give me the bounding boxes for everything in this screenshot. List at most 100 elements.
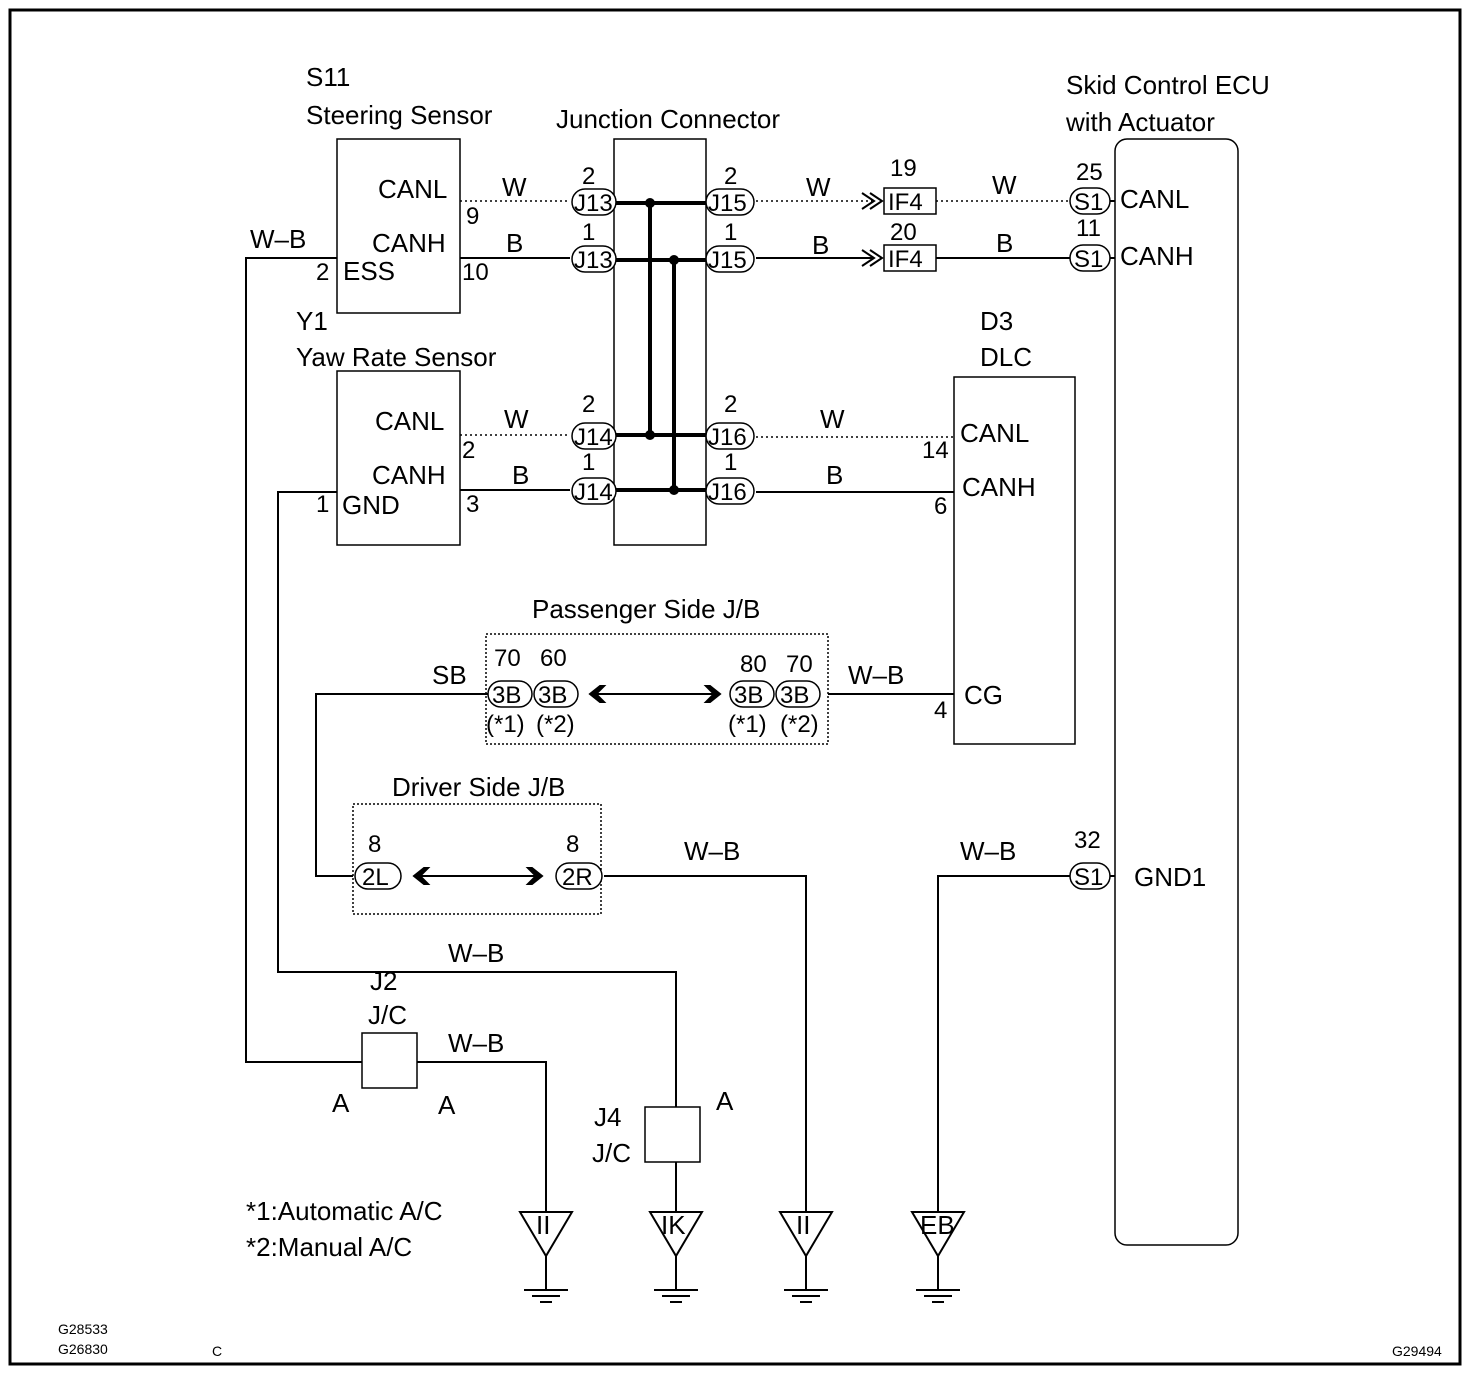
dlc-box	[953, 376, 1076, 745]
skid-ecu-box	[1114, 138, 1239, 1246]
figure-code: C	[212, 1343, 222, 1359]
pin-number: 70	[494, 645, 521, 672]
connector-id: J16	[708, 479, 747, 506]
connector-j13-top	[571, 188, 617, 216]
junction-connector-box	[613, 138, 707, 546]
connector-pjb-4	[775, 680, 821, 708]
j2-box	[361, 1032, 418, 1089]
ecu-pin-canh: CANH	[1120, 241, 1194, 271]
pin-number: 32	[1074, 827, 1101, 854]
connector-s1-gnd	[1069, 862, 1111, 890]
connector-id: S1	[1074, 864, 1103, 891]
dlc-pin-canl: CANL	[960, 418, 1029, 448]
ground-symbol	[778, 1211, 834, 1303]
connector-note: (*1)	[486, 711, 525, 738]
connector-id: IF4	[888, 189, 923, 216]
wire-color-label: W–B	[684, 836, 740, 866]
j2-label-a: A	[438, 1090, 456, 1120]
ground-symbol	[648, 1211, 704, 1303]
pin-number: 1	[724, 219, 737, 246]
ecu-pin-canl: CANL	[1120, 184, 1189, 214]
wire-ecu-gnd-wb	[937, 875, 1070, 1212]
dlc-pin-num: 4	[934, 697, 947, 724]
jb-chevron-left	[588, 685, 607, 703]
wire-color-label: W	[504, 404, 529, 434]
wire-color-label: SB	[432, 660, 467, 690]
passenger-jb-name: Passenger Side J/B	[532, 594, 760, 624]
pin-number: 11	[1076, 215, 1101, 242]
ground-label: II	[536, 1210, 550, 1240]
ecu-pin-gnd1: GND1	[1134, 862, 1206, 892]
wire-color-label: B	[812, 230, 829, 260]
steering-sensor-box	[336, 138, 461, 314]
connector-djb-r	[555, 862, 603, 890]
in-line-connector-arrow	[861, 192, 884, 210]
connector-j14-top	[571, 422, 617, 450]
j4-box	[644, 1106, 701, 1163]
ss-pin-canl: CANL	[378, 174, 447, 204]
wire-color-label: W	[806, 172, 831, 202]
connector-if4-bot	[883, 244, 937, 272]
splice-dot	[645, 198, 655, 208]
pin-number: 20	[890, 219, 917, 246]
wire-j2-ground	[417, 1061, 547, 1212]
connector-id: 3B	[780, 682, 809, 709]
wire-ess-wb	[245, 257, 362, 1063]
wire-sb	[315, 693, 502, 877]
in-line-connector-arrow	[861, 249, 884, 267]
pin-number: 8	[368, 831, 381, 858]
splice-dot	[669, 255, 679, 265]
jb-chevron-right	[525, 867, 544, 885]
figure-code: G26830	[58, 1341, 108, 1357]
dlc-code: D3	[980, 306, 1013, 336]
steering-sensor-code: S11	[306, 62, 350, 92]
diagram-frame	[8, 8, 1462, 1366]
pin-number: 1	[582, 219, 595, 246]
pin-number: 1	[582, 449, 595, 476]
wire-color-label: W	[820, 404, 845, 434]
dlc-name: DLC	[980, 342, 1032, 372]
splice-dot	[645, 430, 655, 440]
wire-color-label: W–B	[448, 938, 504, 968]
connector-id: 2R	[562, 864, 593, 891]
ss-pin-canh: CANH	[372, 228, 446, 258]
passenger-jb-box	[485, 633, 829, 745]
connector-j15-bot	[705, 245, 755, 273]
figure-code: G28533	[58, 1321, 108, 1337]
connector-id: J16	[708, 424, 747, 451]
dlc-pin-num: 6	[934, 493, 947, 520]
connector-s1-canh	[1069, 244, 1111, 272]
pin-number: 1	[724, 449, 737, 476]
wire-color-label: W–B	[448, 1028, 504, 1058]
ss-pin-num: 2	[316, 259, 329, 286]
connector-j16-bot	[705, 477, 755, 505]
connector-if4-top	[883, 187, 937, 215]
pin-number: 2	[724, 391, 737, 418]
connector-pjb-3	[729, 680, 775, 708]
connector-pjb-2	[533, 680, 579, 708]
connector-pjb-1	[487, 680, 533, 708]
connector-id: S1	[1074, 246, 1103, 273]
connector-id: 3B	[538, 682, 567, 709]
yaw-rate-sensor-box	[336, 370, 461, 546]
connector-j15-top	[705, 188, 755, 216]
driver-jb-name: Driver Side J/B	[392, 772, 565, 802]
pin-number: 2	[582, 163, 595, 190]
pin-number: 2	[724, 163, 737, 190]
connector-j13-bot	[571, 245, 617, 273]
yaw-sensor-name: Yaw Rate Sensor	[296, 342, 497, 372]
pin-number: 25	[1076, 159, 1103, 186]
ss-pin-num: 9	[466, 203, 479, 230]
yaw-pin-num: 1	[316, 491, 329, 518]
wire-color-label: B	[506, 228, 523, 258]
yaw-sensor-code: Y1	[296, 306, 328, 336]
ss-pin-num: 10	[462, 259, 489, 286]
j4-code: J4	[594, 1102, 621, 1132]
wire-color-label: W–B	[960, 836, 1016, 866]
connector-id: J15	[708, 190, 747, 217]
connector-id: J14	[574, 424, 613, 451]
wire-color-label: W–B	[848, 660, 904, 690]
connector-s1-canl	[1069, 187, 1111, 215]
yaw-pin-num: 3	[466, 491, 479, 518]
